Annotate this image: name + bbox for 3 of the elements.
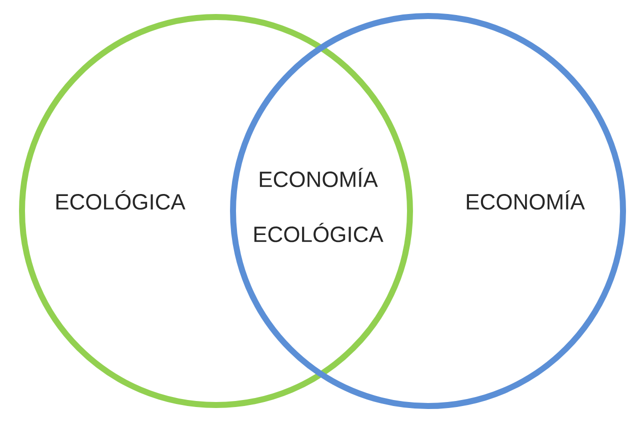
set-label: ECOLÓGICA [56,190,186,210]
set-label: ECONOMÍA [466,190,585,210]
overlap-label: ECONOMÍA ECOLÓGICA [254,168,384,242]
